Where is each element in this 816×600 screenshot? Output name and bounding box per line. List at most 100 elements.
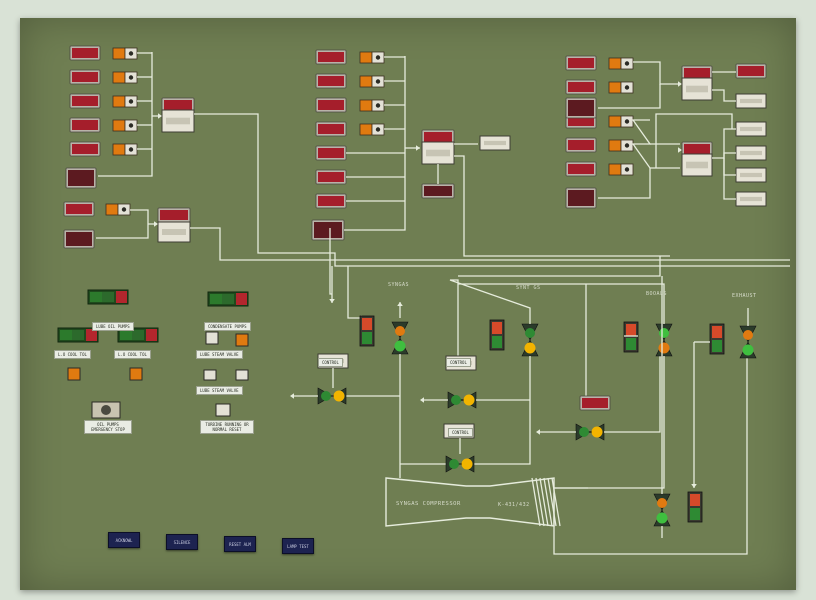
- indicator-left-2-selector-switch-icon[interactable]: [128, 99, 134, 104]
- alarm-left-0[interactable]: [72, 48, 98, 58]
- status-bar-lube-oil-red[interactable]: [116, 291, 127, 303]
- indicator-left-4-selector-switch-icon[interactable]: [128, 147, 134, 152]
- indicator-right-4-selector-switch-icon[interactable]: [624, 167, 630, 172]
- alarm-left-5[interactable]: [68, 170, 94, 186]
- alarm-right-2[interactable]: [568, 116, 594, 126]
- lamp-white-4[interactable]: [215, 403, 231, 417]
- status-bar-lo-cool-2-green-1[interactable]: [120, 330, 132, 340]
- status-bar-lo-cool-1-red[interactable]: [86, 329, 97, 341]
- lamp-white-3[interactable]: [235, 369, 249, 381]
- status-light-stream-2-icon-red[interactable]: [712, 326, 722, 338]
- status-light-center-icon-red[interactable]: [492, 322, 502, 334]
- valve-stream-1-lamp-icon-left: [579, 427, 589, 437]
- alarm-center-6[interactable]: [318, 196, 344, 206]
- alarm-center-sub[interactable]: [424, 186, 452, 196]
- status-bar-lo-cool-2-green-2[interactable]: [132, 330, 144, 340]
- indicator-center-2-selector-switch-icon[interactable]: [375, 103, 381, 108]
- alarm-right-mid[interactable]: [684, 144, 710, 154]
- silence-button[interactable]: SILENCE: [166, 534, 198, 550]
- indicator-center-0-orange: [359, 51, 373, 64]
- status-bar-lo-cool-1-green-1[interactable]: [60, 330, 72, 340]
- alarm-right-top[interactable]: [684, 68, 710, 78]
- alarm-stream-1[interactable]: [582, 398, 608, 408]
- valve-stream-3-lamp-icon-top: [657, 498, 667, 508]
- alarm-right-0[interactable]: [568, 58, 594, 68]
- indicator-right-2-orange: [608, 115, 622, 128]
- alarm-center-0[interactable]: [318, 52, 344, 62]
- tag-lube-steam-valve-1: LUBE STEAM VALVE: [196, 350, 243, 359]
- tag-compressor-control: CONTROL: [318, 358, 343, 367]
- alarm-left-4[interactable]: [72, 144, 98, 154]
- indicator-right-1-selector-switch-icon[interactable]: [624, 85, 630, 90]
- status-light-stream-2-icon-green[interactable]: [712, 340, 722, 352]
- status-light-stream-1-icon-red[interactable]: [626, 324, 636, 336]
- status-bar-condensate-red[interactable]: [236, 293, 247, 305]
- indicator-left-3-selector-switch-icon[interactable]: [128, 123, 134, 128]
- alarm-mid-left-2[interactable]: [160, 210, 188, 220]
- status-bar-condensate-green-2[interactable]: [222, 294, 234, 304]
- status-light-center-icon-green[interactable]: [492, 336, 502, 348]
- alarm-center-2[interactable]: [318, 100, 344, 110]
- status-light-stream-1-icon-green[interactable]: [626, 338, 636, 350]
- indicator-left-0-selector-switch-icon[interactable]: [128, 51, 134, 56]
- compressor-hatch: [539, 477, 549, 527]
- alarm-far-right-0[interactable]: [738, 66, 764, 76]
- lamp-test-button[interactable]: LAMP TEST: [282, 538, 314, 554]
- alarm-right-4[interactable]: [568, 164, 594, 174]
- alarm-center-7[interactable]: [314, 222, 342, 238]
- alarm-mid-left[interactable]: [164, 100, 192, 110]
- indicator-right-3-selector-switch-icon[interactable]: [624, 143, 630, 148]
- alarm-left-3[interactable]: [72, 120, 98, 130]
- flow-arrow-icon: [154, 221, 158, 227]
- alarm-left-7[interactable]: [66, 232, 92, 246]
- alarm-right-3[interactable]: [568, 140, 594, 150]
- flow-arrow-icon: [678, 147, 682, 153]
- indicator-center-1-selector-switch-icon[interactable]: [375, 79, 381, 84]
- tag-valve-center: CONTROL: [448, 428, 473, 437]
- status-light-stream-3-icon-red[interactable]: [690, 494, 700, 506]
- status-light-stream-3-icon-green[interactable]: [690, 508, 700, 520]
- alarm-center-group[interactable]: [424, 132, 452, 142]
- lamp-orange-2[interactable]: [67, 367, 81, 381]
- alarm-center-3[interactable]: [318, 124, 344, 134]
- status-light-left-icon-green[interactable]: [362, 332, 372, 344]
- indicator-center-0-selector-switch-icon[interactable]: [375, 55, 381, 60]
- valve-syngas-center-lamp-icon-bottom: [524, 342, 536, 354]
- indicator-left-1-selector-switch-icon[interactable]: [128, 75, 134, 80]
- valve-recycle-lamp-icon-left: [449, 459, 459, 469]
- status-bar-lo-cool-1-green-2[interactable]: [72, 330, 84, 340]
- alarm-left-6[interactable]: [66, 204, 92, 214]
- alarm-right-1[interactable]: [568, 82, 594, 92]
- alarm-center-1[interactable]: [318, 76, 344, 86]
- status-bar-lo-cool-2-red[interactable]: [146, 329, 157, 341]
- status-bar-lube-oil-green-2[interactable]: [102, 292, 114, 302]
- alarm-right-b[interactable]: [568, 190, 594, 206]
- flow-line: [712, 128, 736, 159]
- indicator-left-1-orange: [112, 71, 126, 84]
- indicator-right-0-selector-switch-icon[interactable]: [624, 61, 630, 66]
- reset-alarm-button[interactable]: RESET ALM: [224, 536, 256, 552]
- lamp-orange-3[interactable]: [129, 367, 143, 381]
- flow-arrow-icon: [397, 302, 403, 306]
- indicator-center-3-selector-switch-icon[interactable]: [375, 127, 381, 132]
- acknowledge-button[interactable]: ACKNOWL: [108, 532, 140, 548]
- tag-turbine-running: TURBINE RUNNING OR NORMAL RESET: [200, 420, 254, 434]
- alarm-left-1[interactable]: [72, 72, 98, 82]
- alarm-center-4[interactable]: [318, 148, 344, 158]
- valve-left-out-lamp-icon-left: [321, 391, 331, 401]
- indicator-left-6-selector-switch-icon[interactable]: [121, 207, 127, 212]
- flow-line: [329, 228, 332, 295]
- alarm-right-a[interactable]: [568, 100, 594, 116]
- indicator-left-3-orange: [112, 119, 126, 132]
- lamp-orange-1[interactable]: [235, 333, 249, 347]
- status-bar-lube-oil-green-1[interactable]: [90, 292, 102, 302]
- status-bar-condensate-green-1[interactable]: [210, 294, 222, 304]
- status-light-left-icon-red[interactable]: [362, 318, 372, 330]
- alarm-left-2[interactable]: [72, 96, 98, 106]
- emergency-stop-selector-switch-icon[interactable]: [101, 405, 111, 415]
- alarm-center-5[interactable]: [318, 172, 344, 182]
- lamp-white-1[interactable]: [205, 331, 219, 345]
- lamp-white-2[interactable]: [203, 369, 217, 381]
- indicator-right-2-selector-switch-icon[interactable]: [624, 119, 630, 124]
- flow-line: [190, 227, 790, 261]
